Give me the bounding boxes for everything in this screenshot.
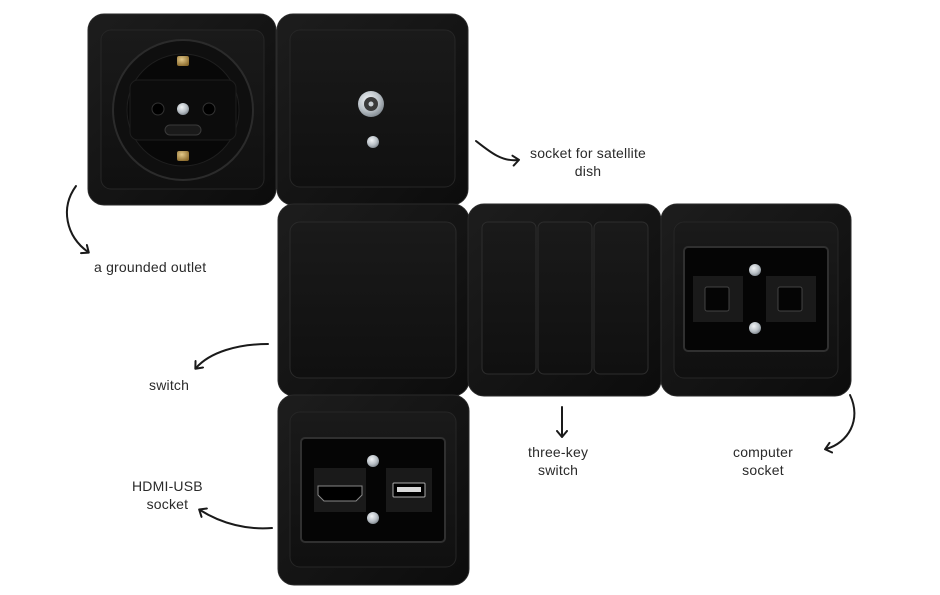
curved-arrow-icon	[194, 343, 269, 370]
curved-arrow-icon	[198, 507, 273, 530]
rj45-port-icon	[777, 286, 803, 312]
screw-icon	[367, 455, 379, 467]
screw-icon	[749, 264, 761, 276]
screw-icon	[177, 103, 189, 115]
label-three-key-switch: three-key switch	[528, 444, 589, 478]
three-key-switch-device	[467, 203, 662, 397]
label-hdmi-usb-socket: HDMI-USB socket	[132, 478, 203, 512]
label-satellite-socket: socket for satellite dish	[530, 145, 647, 179]
screw-icon	[367, 136, 379, 148]
curved-arrow-icon	[824, 394, 856, 454]
label-computer-socket: computer socket	[733, 444, 793, 478]
screw-icon	[749, 322, 761, 334]
switch-device	[277, 203, 470, 397]
satellite-socket-device	[276, 13, 469, 206]
ground-contact-icon	[177, 56, 189, 66]
screw-icon	[367, 512, 379, 524]
hdmi-usb-socket-device	[277, 394, 470, 586]
grounded-outlet-device	[87, 13, 277, 206]
curved-arrow-icon	[475, 140, 520, 167]
label-switch: switch	[149, 377, 190, 393]
computer-socket-device	[660, 203, 852, 397]
hdmi-port-icon	[317, 485, 363, 502]
ground-contact-icon	[177, 151, 189, 161]
rj45-port-icon	[704, 286, 730, 312]
label-grounded-outlet: a grounded outlet	[94, 259, 207, 275]
curved-arrow-icon	[65, 185, 90, 255]
